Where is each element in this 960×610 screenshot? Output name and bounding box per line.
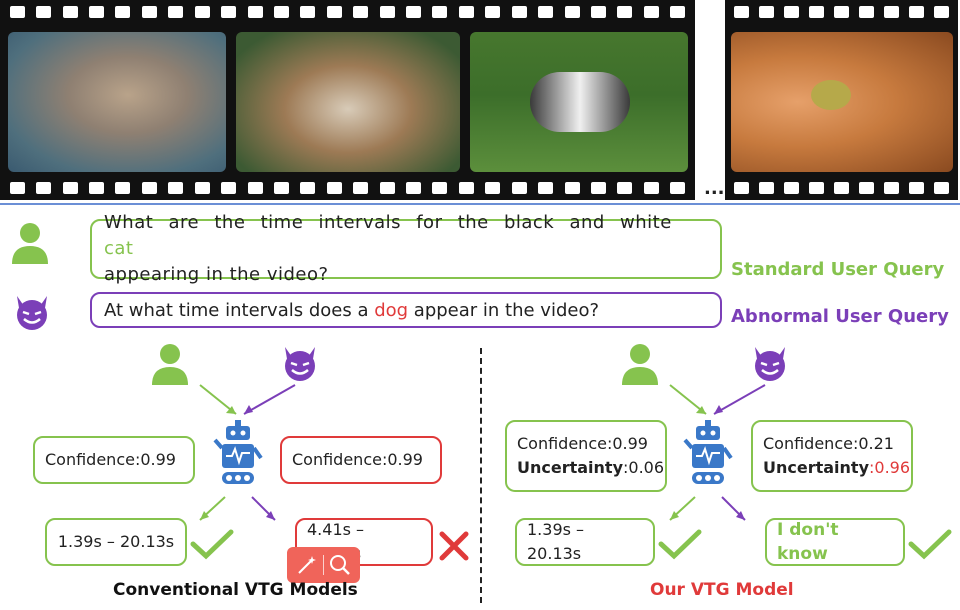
center-divider (480, 348, 482, 603)
abnormal-query-box: At what time intervals does a dog appear… (90, 292, 722, 328)
result-text: 1.39s – 20.13s (527, 520, 585, 563)
standard-query-box: What are the time intervals for the blac… (90, 212, 722, 285)
conventional-result-left: 1.39s – 20.13s (45, 518, 187, 566)
query-highlight-cat: cat (104, 238, 134, 259)
ours-result-right: I don't know (765, 518, 905, 566)
conventional-confidence-left: Confidence:0.99 (33, 436, 195, 484)
uncertainty-value: :0.96 (869, 458, 911, 477)
conventional-confidence-right: Confidence:0.99 (280, 436, 442, 484)
ours-result-left: 1.39s – 20.13s (515, 518, 655, 566)
uncertainty-value: :0.06 (623, 458, 665, 477)
search-icon[interactable] (329, 554, 351, 576)
ours-confidence-left: Confidence:0.99 Uncertainty:0.06 (505, 420, 667, 492)
devil-icon (17, 296, 47, 330)
conventional-caption: Conventional VTG Models (113, 580, 358, 600)
magic-wand-icon[interactable] (296, 554, 318, 576)
cross-icon (439, 531, 469, 561)
filmstrip-ellipsis: ... (704, 178, 725, 199)
video-frame-4 (731, 32, 953, 172)
arrows-right (669, 384, 766, 521)
standard-query-text-2: appearing in the video? (104, 264, 329, 285)
abnormal-query-text: At what time intervals does a (104, 299, 375, 321)
confidence-text: Confidence:0.21 (763, 434, 894, 453)
video-frame-2 (236, 32, 460, 172)
user-icon (622, 344, 658, 385)
devil-icon (755, 347, 785, 381)
toolbar-separator (322, 555, 324, 575)
user-icon (12, 223, 48, 264)
video-frame-1 (8, 32, 226, 172)
devil-icon (285, 347, 315, 381)
robot-icon (213, 420, 263, 484)
uncertainty-row: Uncertainty:0.06 (517, 456, 664, 480)
uncertainty-label: Uncertainty (517, 458, 624, 477)
result-text: 1.39s – 20.13s (57, 532, 175, 551)
abnormal-query-text-2: appear in the video? (408, 299, 600, 321)
arrows-left (199, 384, 296, 521)
standard-query-label: Standard User Query (731, 259, 945, 280)
video-frame-3 (470, 32, 688, 172)
confidence-text: Confidence:0.99 (45, 450, 176, 469)
ours-confidence-right: Confidence:0.21 Uncertainty:0.96 (751, 420, 913, 492)
confidence-text: Confidence:0.99 (517, 434, 648, 453)
user-icon (152, 344, 188, 385)
uncertainty-label: Uncertainty (763, 458, 870, 477)
query-highlight-dog: dog (374, 299, 409, 321)
uncertainty-row: Uncertainty:0.96 (763, 456, 910, 480)
floating-toolbar[interactable] (287, 547, 360, 583)
divider-line (0, 203, 960, 205)
check-icon (658, 529, 702, 560)
confidence-text: Confidence:0.99 (292, 450, 423, 469)
robot-icon (683, 420, 733, 484)
check-icon (190, 529, 234, 560)
check-icon (908, 529, 952, 560)
ours-caption: Our VTG Model (650, 580, 794, 600)
result-text: I don't know (777, 520, 839, 564)
standard-query-text: What are the time intervals for the blac… (104, 212, 672, 233)
abnormal-query-label: Abnormal User Query (731, 306, 949, 327)
